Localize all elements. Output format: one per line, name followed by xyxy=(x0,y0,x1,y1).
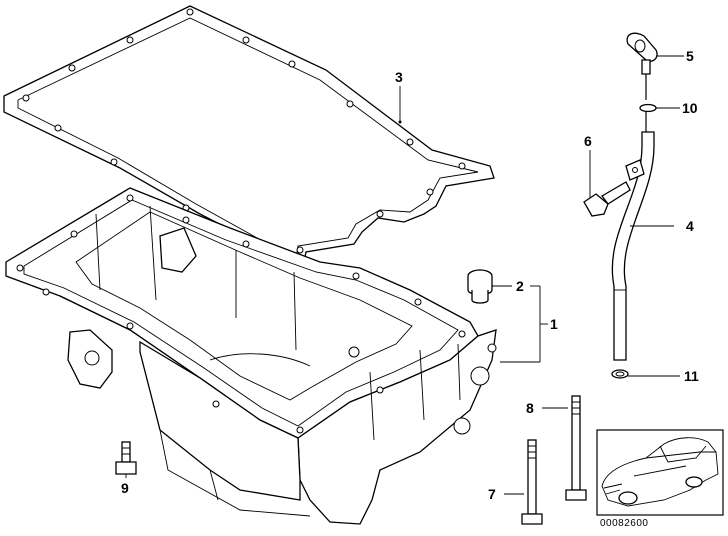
reference-code: 00082600 xyxy=(600,518,649,529)
callout-2: 2 xyxy=(516,278,524,294)
gasket-bolt-holes xyxy=(22,8,466,254)
callout-8: 8 xyxy=(526,400,534,416)
car-icon xyxy=(601,437,719,507)
hex-bolt-tube[interactable] xyxy=(583,181,631,217)
oil-dipstick[interactable] xyxy=(626,32,658,100)
callout-5: 5 xyxy=(686,48,694,64)
long-bolt-long[interactable] xyxy=(565,395,587,501)
oil-pan-bolt-holes xyxy=(16,194,466,434)
callout-3: 3 xyxy=(395,69,403,85)
drain-plug[interactable] xyxy=(467,269,493,304)
long-bolt-short[interactable] xyxy=(521,439,543,525)
hex-bolt-flange[interactable] xyxy=(115,441,137,475)
callout-1: 1 xyxy=(550,316,558,332)
leader-lines xyxy=(125,55,684,495)
oil-pan[interactable] xyxy=(5,187,497,525)
callout-9: 9 xyxy=(121,480,129,496)
dipstick-guide-tube[interactable] xyxy=(611,131,655,361)
o-ring-lower[interactable] xyxy=(611,369,629,379)
o-ring-upper[interactable] xyxy=(639,103,657,133)
callout-7: 7 xyxy=(488,486,496,502)
callout-10: 10 xyxy=(682,100,698,116)
callout-4: 4 xyxy=(686,218,694,234)
vehicle-thumbnail xyxy=(596,429,724,516)
callout-labels: 3 2 1 5 10 6 4 11 8 7 9 xyxy=(121,48,699,502)
callout-11: 11 xyxy=(684,368,699,384)
callout-6: 6 xyxy=(584,133,592,149)
